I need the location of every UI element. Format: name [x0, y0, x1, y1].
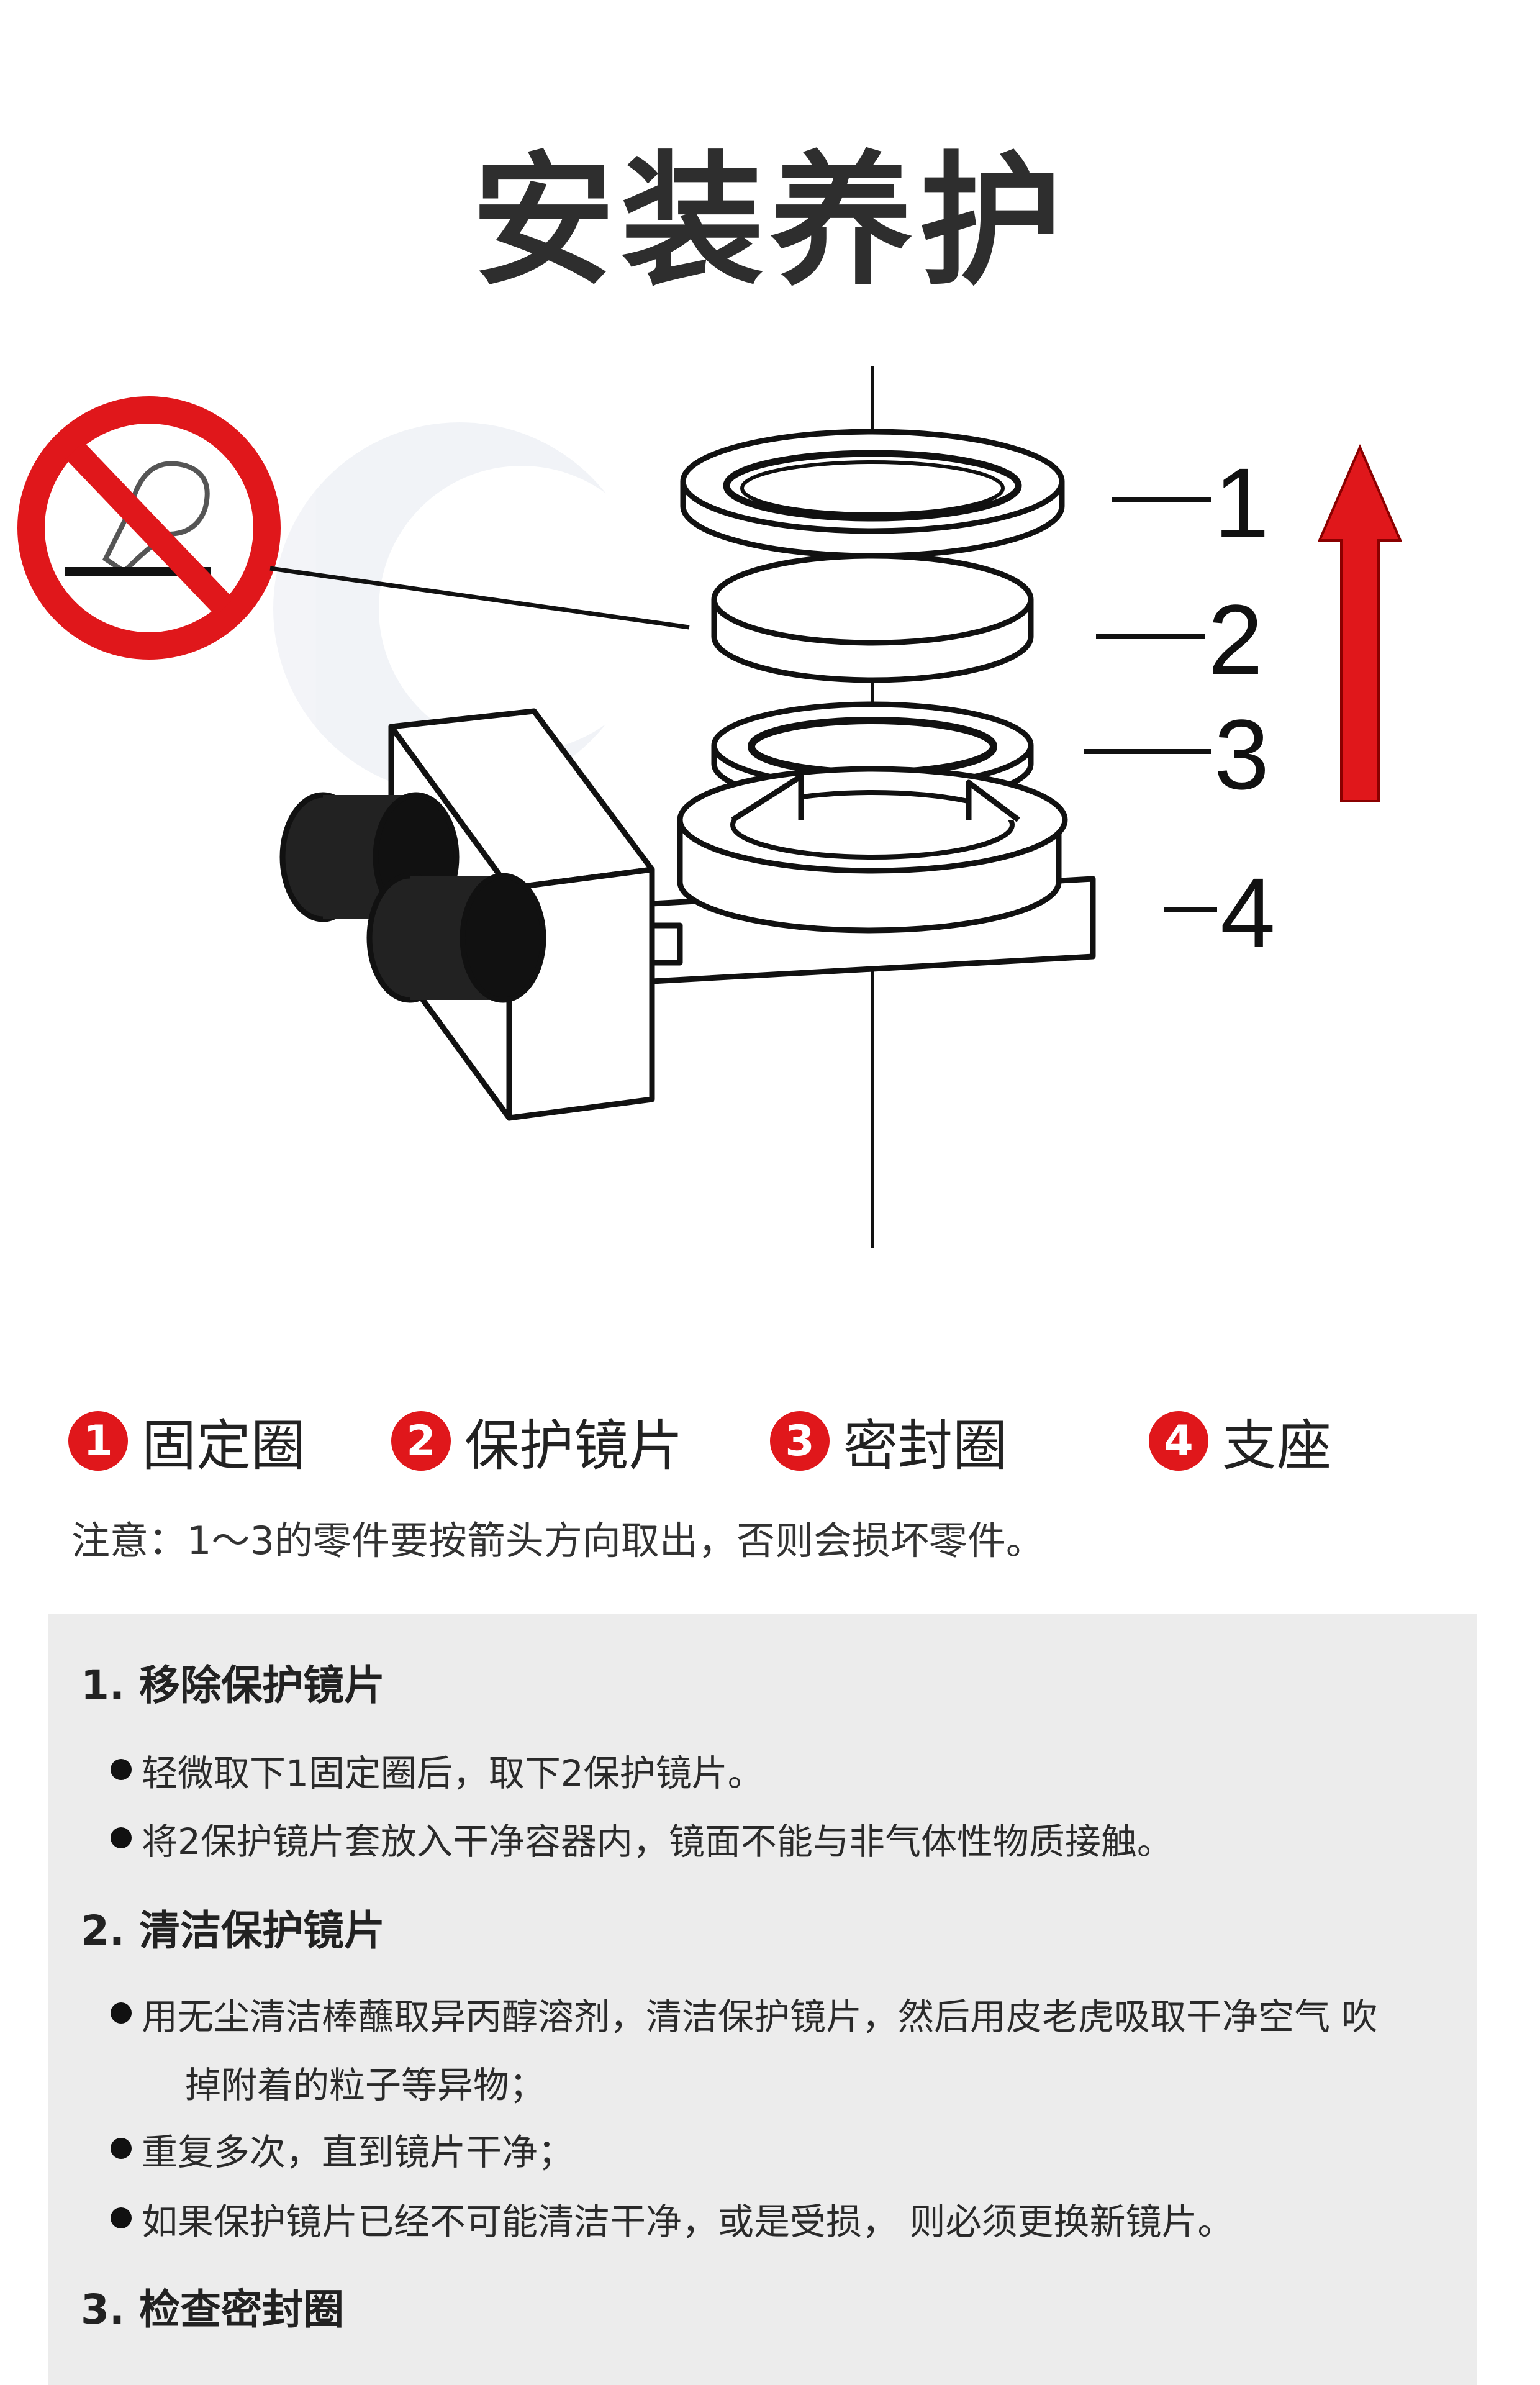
- legend-badge: 3: [770, 1411, 830, 1471]
- list-item: 如果保护镜片已经不可能清洁干净，或是受损， 则必须更换新镜片。: [110, 2192, 1233, 2245]
- lens-assembly-diagram: 1 2 3 4: [17, 366, 1403, 1248]
- legend-badge: 1: [68, 1411, 128, 1471]
- legend-item-retaining-ring: 1 固定圈: [68, 1397, 306, 1484]
- legend-badge: 2: [391, 1411, 451, 1471]
- instructions-panel: [48, 1614, 1477, 2385]
- section-heading: 3. 检查密封圈: [81, 2286, 344, 2333]
- legend-label: 密封圈: [843, 1413, 1008, 1478]
- page-title: 安装养护: [471, 139, 1068, 305]
- watermark-logo-icon: [273, 422, 664, 795]
- callout-2: 2: [1208, 584, 1263, 695]
- retaining-ring-shape: [680, 429, 1065, 559]
- seal-ring-shape: [711, 701, 1034, 808]
- list-item: 用无尘清洁棒蘸取异丙醇溶剂，清洁保护镜片，然后用皮老虎吸取干净空气 吹: [110, 1988, 1377, 2040]
- lens-holder-base-shape: [279, 708, 1096, 1121]
- legend-item-holder: 4 支座: [1149, 1397, 1331, 1484]
- list-item: 将2保护镜片套放入干净容器内，镜面不能与非气体性物质接触。: [111, 1812, 1173, 1865]
- callout-4: 4: [1220, 857, 1275, 968]
- callout-3: 3: [1214, 699, 1269, 810]
- adjust-knob-icon: [366, 873, 546, 1003]
- callout-1: 1: [1214, 447, 1269, 558]
- section-heading: 2. 清洁保护镜片: [81, 1907, 385, 1955]
- arrow-up-icon: [1317, 443, 1403, 802]
- list-item: 轻微取下1固定圈后，取下2保护镜片。: [111, 1744, 764, 1796]
- legend-item-protective-lens: 2 保护镜片: [391, 1397, 683, 1484]
- list-item-continuation: 掉附着的粒子等异物；: [185, 2064, 546, 2106]
- legend-item-seal-ring: 3 密封圈: [770, 1397, 1007, 1484]
- list-item: 重复多次，直到镜片干净；: [110, 2123, 574, 2175]
- legend-label: 保护镜片: [464, 1413, 684, 1478]
- caution-note: 注意：1～3的零件要按箭头方向取出，否则会损坏零件。: [71, 1518, 1044, 1563]
- legend-label: 支座: [1222, 1413, 1332, 1478]
- section-heading: 1. 移除保护镜片: [81, 1661, 385, 1709]
- protective-lens-shape: [711, 553, 1034, 683]
- no-touch-icon: [17, 396, 690, 660]
- legend-badge: 4: [1149, 1411, 1208, 1471]
- legend-label: 固定圈: [142, 1413, 306, 1478]
